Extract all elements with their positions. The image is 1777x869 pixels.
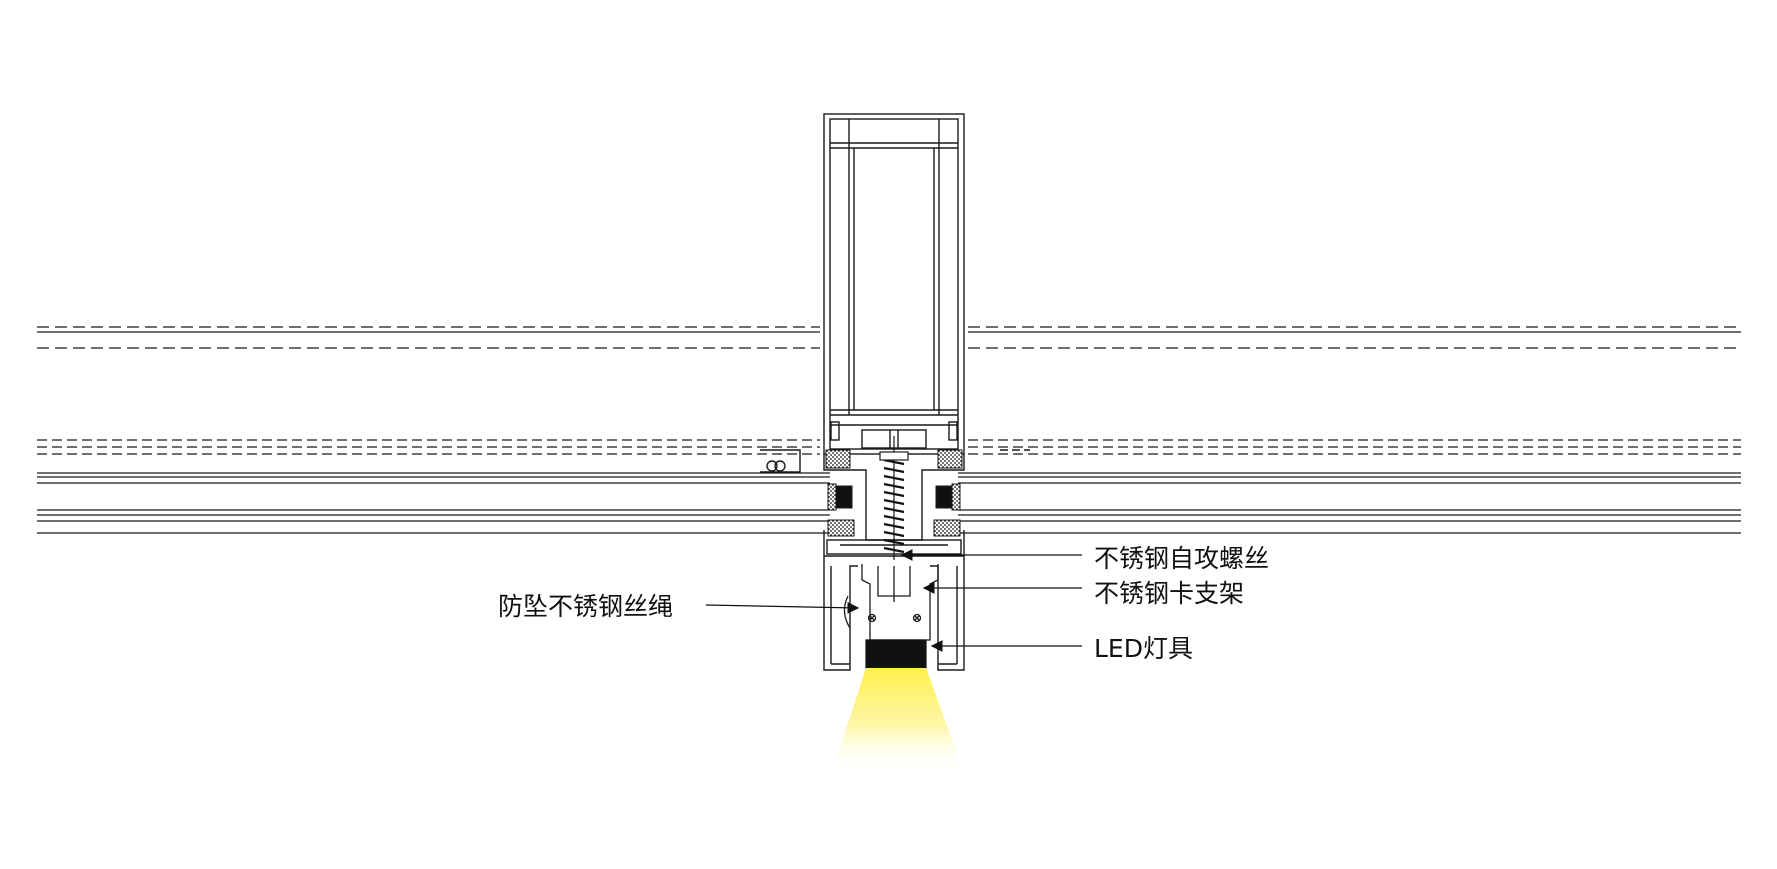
glass-panels — [37, 326, 1741, 534]
mullion-profile — [760, 113, 1030, 671]
label-clip-bracket: 不锈钢卡支架 — [1094, 579, 1245, 608]
self-tapping-screw — [879, 436, 909, 560]
label-led-fixture: LED灯具 — [1094, 634, 1193, 663]
leader-lines — [705, 549, 1082, 652]
led-assembly — [843, 564, 939, 669]
led-fixture-body — [865, 639, 927, 669]
label-self-tapping-screw: 不锈钢自攻螺丝 — [1094, 544, 1270, 573]
label-fall-arrest-rope: 防坠不锈钢丝绳 — [498, 592, 674, 621]
light-beam — [832, 668, 964, 772]
gaskets — [825, 449, 963, 537]
